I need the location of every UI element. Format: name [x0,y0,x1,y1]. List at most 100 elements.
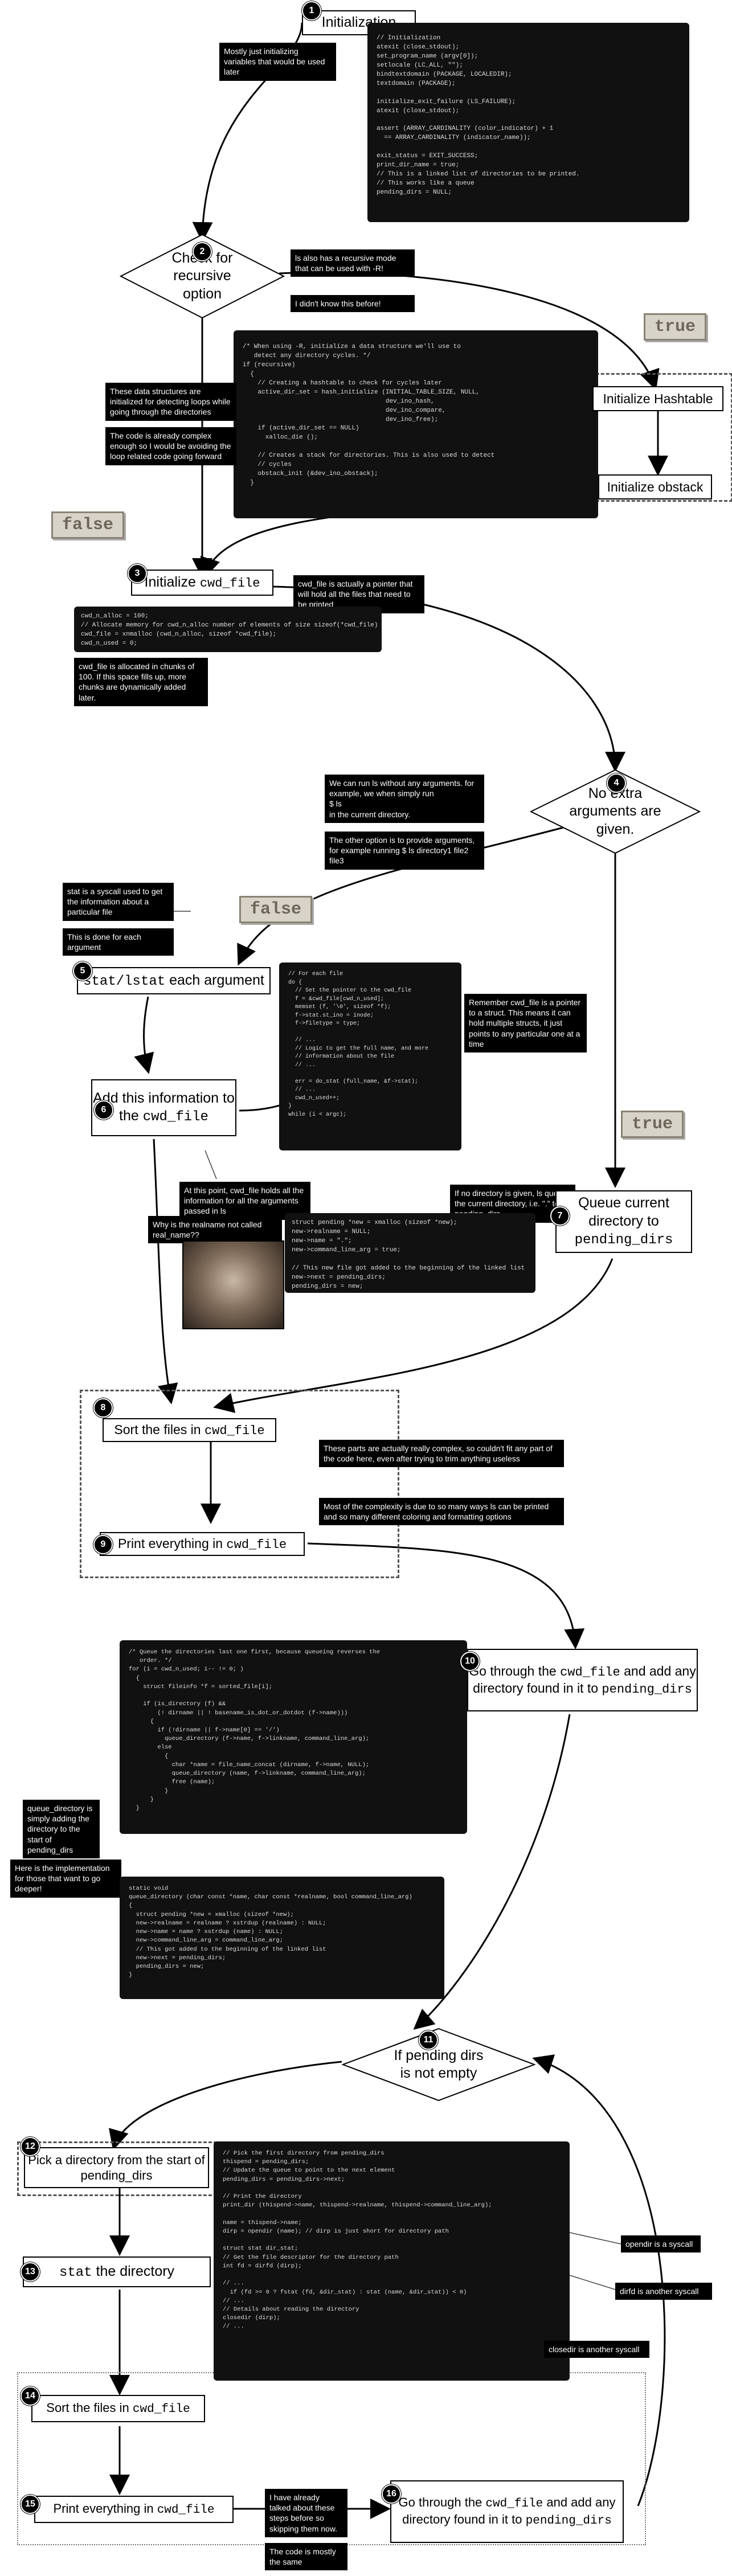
code-initialization: // Initialization atexit (close_stdout);… [367,23,689,222]
note-ls-recursive: ls also has a recursive mode that can be… [291,249,415,277]
step-7-queue-dir: Queue current directory to pending_dirs [555,1190,692,1253]
step-3-init-cwd-file: Initialize cwd_file [131,570,273,596]
step-10-code2: pending_dirs [602,1682,692,1697]
note-complex-parts: These parts are actually really complex,… [319,1440,564,1468]
step-1-initialization: Initialization [302,10,416,35]
step-16-find-dirs: Go through the cwd_file and add any dire… [390,2480,624,2543]
step-11-label: If pending dirs is not empty [394,2047,484,2081]
note-opendir-text: opendir is a syscall [625,2239,693,2249]
note-already-talked: I have already talked about these steps … [265,2489,347,2537]
step-9-print-everything: Print everything in cwd_file [100,1532,305,1556]
step-3-label: Initialize cwd_file [144,574,260,591]
step-8-code: cwd_file [204,1423,265,1438]
note-cwd-chunks: cwd_file is allocated in chunks of 100. … [74,658,208,706]
note-opendir: opendir is a syscall [621,2235,701,2253]
note-closedir: closedir is another syscall [544,2341,649,2358]
code-queue-directory-impl: static void queue_directory (char const … [120,1877,444,1999]
label-true-recursive: true [644,313,707,341]
note-didnt-know: I didn't know this before! [291,295,415,313]
step-10-badge: 10 [460,1652,480,1671]
init-obstack-label: Initialize obstack [607,479,704,494]
init-hashtable-node: Initialize Hashtable [592,386,723,411]
step-4-badge: 4 [607,773,626,793]
step-15-print-everything: Print everything in cwd_file [34,2496,234,2523]
code-queue-current: struct pending *new = xmalloc (sizeof *n… [285,1213,535,1293]
step-15-badge: 15 [21,2495,40,2514]
init-obstack-node: Initialize obstack [598,474,712,499]
step-11-badge: 11 [419,2030,438,2050]
note-code-same: The code is mostly the same [265,2543,347,2571]
note-queue-directory: queue_directory is simply adding the dir… [23,1800,100,1858]
step-3-badge: 3 [128,564,147,583]
code-hashtable: /* When using -R, initialize a data stru… [234,330,598,518]
note-complexity-reason: Most of the complexity is due to so many… [319,1498,564,1526]
note-data-structures: These data structures are initialized fo… [105,383,236,421]
step-14-sort-files: Sort the files in cwd_file [31,2395,205,2422]
note-provide-args: The other option is to provide arguments… [325,832,484,870]
step-15-label: Print everything in cwd_file [53,2501,215,2517]
diamond-shape [120,234,285,319]
step-5-badge: 5 [73,961,92,981]
step-16-badge: 16 [382,2484,401,2504]
step-5-code: stat/lstat [83,973,166,989]
step-7-code: pending_dirs [574,1232,673,1248]
step-10-code: cwd_file [560,1665,620,1680]
label-false-recursive: false [51,511,125,539]
step-7-badge: 7 [550,1206,570,1226]
code-queue-directories: /* Queue the directories last one first,… [120,1640,467,1834]
note-dirfd: dirfd is another syscall [615,2283,712,2300]
step-12-badge: 12 [21,2137,40,2156]
step-5-stat-args: stat/lstat each argument [77,967,271,994]
step-8-badge: 8 [93,1398,113,1418]
step-11-pending-check: If pending dirs is not empty [342,2028,535,2102]
step-6-add-info: Add this information to the cwd_file [91,1079,236,1136]
confused-person-image [182,1240,284,1329]
diamond-shape [530,769,701,854]
step-14-label: Sort the files in cwd_file [46,2400,190,2416]
note-implementation: Here is the implementation for those tha… [10,1860,121,1898]
step-13-badge: 13 [21,2262,40,2282]
step-16-code2: pending_dirs [525,2514,612,2528]
note-realname-question: Why is the realname not called real_name… [148,1216,282,1244]
step-13-stat-directory: stat the directory [23,2256,211,2287]
step-6-label: Add this information to the cwd_file [93,1090,235,1125]
note-cwd-struct-pointer: Remember cwd_file is a pointer to a stru… [464,994,587,1052]
init-hashtable-label: Initialize Hashtable [603,391,713,406]
step-16-code: cwd_file [485,2497,543,2511]
step-6-badge: 6 [94,1100,113,1120]
step-9-badge: 9 [93,1535,113,1554]
label-false-args: false [239,896,313,923]
note-run-without-args: We can run ls without any arguments. for… [325,775,484,823]
step-9-label: Print everything in cwd_file [117,1535,287,1552]
step-10-find-dirs: Go through the cwd_file and add any dire… [467,1649,698,1711]
step-9-code: cwd_file [226,1537,287,1552]
step-3-code: cwd_file [199,576,260,591]
code-cwd-alloc: cwd_n_alloc = 100; // Allocate memory fo… [74,607,382,652]
step-2-badge: 2 [193,242,212,261]
step-10-label: Go through the cwd_file and add any dire… [469,1663,696,1697]
step-16-label: Go through the cwd_file and add any dire… [398,2495,616,2528]
step-14-badge: 14 [21,2386,40,2406]
step-14-code: cwd_file [132,2402,190,2416]
label-true-args: true [621,1111,684,1138]
note-each-argument: This is done for each argument [63,928,174,956]
step-5-label: stat/lstat each argument [83,972,264,989]
note-stat-syscall: stat is a syscall used to get the inform… [63,883,174,921]
step-7-label: Queue current directory to pending_dirs [574,1195,673,1248]
step-4-label: No extra arguments are given. [569,785,661,837]
code-stat-loop: // For each file do { // Set the pointer… [279,963,461,1150]
note-initializing: Mostly just initializing variables that … [219,43,336,81]
step-1-badge: 1 [302,1,321,21]
code-process-directory: // Pick the first directory from pending… [214,2141,570,2381]
step-6-code: cwd_file [142,1109,208,1125]
diamond-shape [342,2028,535,2102]
step-15-code: cwd_file [157,2503,215,2517]
step-12-pick-directory: Pick a directory from the start of pendi… [24,2147,209,2188]
step-13-label: stat the directory [59,2263,175,2280]
step-12-label: Pick a directory from the start of pendi… [28,2152,205,2183]
step-13-code: stat [59,2264,92,2280]
step-8-label: Sort the files in cwd_file [114,1422,265,1438]
note-complex-code: The code is already complex enough so I … [105,427,236,465]
note-ls-recursive-text: ls also has a recursive mode that can be… [295,253,396,273]
step-8-sort-files: Sort the files in cwd_file [103,1418,276,1442]
